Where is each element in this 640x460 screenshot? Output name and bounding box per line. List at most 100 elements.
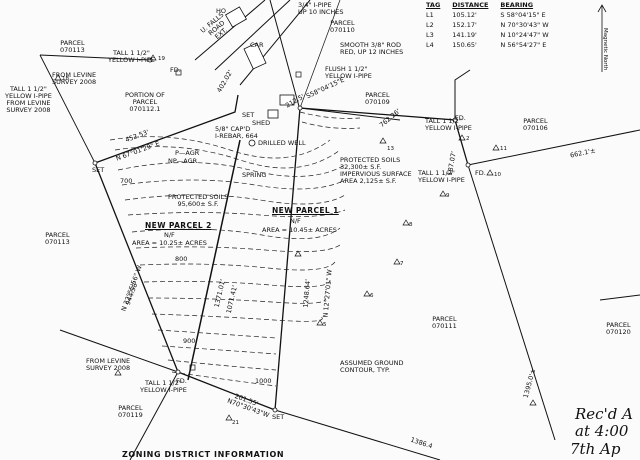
contour-line: [301, 121, 361, 129]
contour-label: 900: [183, 337, 196, 345]
bearing-table-row: L3 141.19' N 10°24'47" W: [420, 30, 555, 40]
triangle-marker: [439, 190, 447, 197]
new-parcel-1-title: NEW PARCEL 1: [272, 206, 339, 215]
new-parcel-2-title: NEW PARCEL 2: [145, 221, 212, 230]
bearing-tag: L1: [426, 11, 434, 19]
note-protected-soils-left: PROTECTED SOILS 95,600± S.F.: [168, 193, 229, 208]
monument-marker: [465, 162, 471, 168]
monument-marker: [272, 407, 278, 413]
triangle-number: 13: [387, 146, 394, 152]
contour-line: [117, 162, 346, 177]
monument-marker: [92, 160, 98, 166]
parcel-label-070120: PARCEL 070120: [606, 321, 631, 336]
triangle-marker: [393, 258, 401, 265]
boundary-line: [39, 54, 96, 164]
note-assumed-ground: ASSUMED GROUND CONTOUR, TYP.: [340, 359, 404, 374]
new-parcel-2-area: AREA = 10.25± ACRES: [132, 239, 207, 247]
label-np-agr: NP—AGR: [168, 157, 198, 165]
new-parcel-2-nf: N/F: [164, 231, 175, 239]
triangle-number: 18: [62, 76, 69, 82]
fd-label: FD.: [170, 66, 181, 74]
bearing-distance: 141.19': [452, 31, 477, 39]
triangle-marker: [225, 414, 233, 421]
contour-line: [151, 313, 323, 322]
parcel-label-070113-left: PARCEL 070113: [45, 231, 70, 246]
note-tall-pipe-top-left: TALL 1 1/2" YELLOW I-PIPE: [108, 49, 155, 64]
label-spring: SPRING: [242, 171, 267, 179]
bearing-table-header: TAG: [426, 1, 441, 9]
contour-line: [124, 194, 346, 205]
parcel-label-070109: PARCEL 070109: [365, 91, 390, 106]
note-tall-pipe-right-2: TALL 1 1/2" YELLOW I-PIPE: [418, 169, 465, 184]
triangle-marker: [492, 144, 500, 151]
fd-label: FD.: [475, 169, 486, 177]
triangle-marker: [458, 134, 466, 141]
triangle-marker: [529, 399, 537, 406]
handwritten-line-3: 7th Ap: [570, 440, 621, 458]
contour-line: [147, 297, 326, 304]
triangle-marker: [54, 74, 62, 81]
triangle-number: 5: [323, 322, 327, 328]
label-ho: HO: [216, 7, 227, 15]
note-tall-pipe-left: TALL 1 1/2" YELLOW I-PIPE FROM LEVINE SU…: [5, 85, 52, 114]
triangle-marker: [402, 219, 410, 226]
label-car: CAR: [250, 41, 264, 49]
new-parcel-1-nf: N/F: [290, 217, 301, 225]
building-small: [279, 94, 295, 106]
boundary-line: [59, 329, 179, 373]
boundary-line: [129, 371, 179, 460]
contour-label: 1000: [255, 377, 272, 385]
parcel-label-070119: PARCEL 070119: [118, 404, 143, 419]
triangle-number: 9: [446, 193, 450, 199]
parcel-label-070106: PARCEL 070106: [523, 117, 548, 132]
triangle-marker: [379, 137, 387, 144]
monument-marker: [297, 105, 303, 111]
bearing-tag: L3: [426, 31, 434, 39]
bearing-table-row: L2 152.17' N 70°30'43" W: [420, 20, 555, 30]
note-capd-rebar: 5/8" CAP'D I-REBAR, 664: [215, 125, 258, 140]
parcel-label-070111: PARCEL 070111: [432, 315, 457, 330]
fd-label: FD.: [455, 114, 466, 122]
road-line: [239, 0, 311, 86]
boundary-line: [94, 162, 179, 373]
contour-line: [114, 146, 341, 169]
triangle-number: 19: [158, 56, 165, 62]
triangle-marker: [114, 369, 122, 376]
handwritten-line-1: Rec'd A: [575, 405, 633, 423]
building-house: [225, 6, 247, 28]
building-shed: [267, 109, 279, 119]
bearing-tag: L2: [426, 21, 434, 29]
note-from-levine-1: FROM LEVINE SURVEY 2008: [52, 71, 97, 86]
north-arrow: [597, 4, 607, 13]
bearing-table-header: BEARING: [500, 1, 534, 9]
boundary-line: [467, 129, 640, 166]
magnetic-north-label: Magnetic North: [602, 28, 608, 71]
boundary-line: [274, 107, 301, 411]
triangle-number: 11: [500, 146, 507, 152]
parcel-label-070112-1: PORTION OF PARCEL 070112.1: [125, 91, 165, 113]
building-garage: [243, 42, 267, 70]
contour-line: [171, 371, 277, 387]
bearing-distance: 150.65': [452, 41, 477, 49]
parcel-label-070110: PARCEL 070110: [330, 19, 355, 34]
fd-label: FD.: [176, 377, 187, 385]
contour-line: [167, 359, 277, 371]
contour-line: [127, 209, 346, 217]
note-tall-pipe-bottom-left: TALL 1 1/2" YELLOW I-PIPE: [140, 379, 187, 394]
note-pipe-top: 3/4" I-PIPE UP 10 INCHES: [298, 1, 344, 16]
boundary-line: [274, 409, 441, 460]
drilled-well-marker: [248, 139, 256, 147]
bearing-value: N 10°24'47" W: [500, 31, 549, 39]
parcel-label-070113-top: PARCEL 070113: [60, 39, 85, 54]
bearing-table: TAG DISTANCE BEARING L1 105.12' S 58°04'…: [420, 0, 555, 50]
triangle-number: 7: [400, 261, 404, 267]
bearing-table-row: L1 105.12' S 58°04'15" E: [420, 10, 555, 20]
division-line: [187, 139, 241, 381]
road-line: [214, 0, 291, 71]
label-shed: SHED: [252, 119, 271, 127]
note-flush-pipe: FLUSH 1 1/2" YELLOW I-PIPE: [325, 65, 372, 80]
boundary-line: [94, 94, 239, 164]
set-label: SET: [242, 111, 255, 119]
